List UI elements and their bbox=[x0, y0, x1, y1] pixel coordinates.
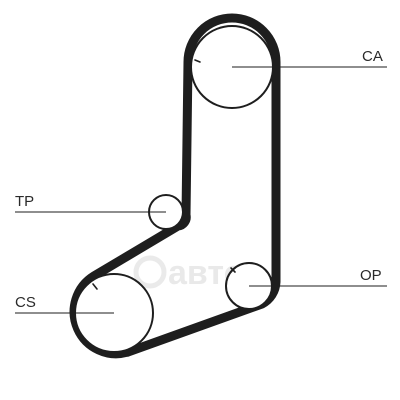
oil-pump-label: OP bbox=[360, 267, 382, 284]
crankshaft-timing-mark bbox=[92, 283, 98, 290]
camshaft-label: CA bbox=[362, 48, 383, 65]
oil-pump-timing-mark bbox=[230, 267, 236, 273]
camshaft-timing-mark bbox=[194, 59, 201, 63]
crankshaft-label: CS bbox=[15, 294, 36, 311]
tensioner-label: TP bbox=[15, 193, 34, 210]
